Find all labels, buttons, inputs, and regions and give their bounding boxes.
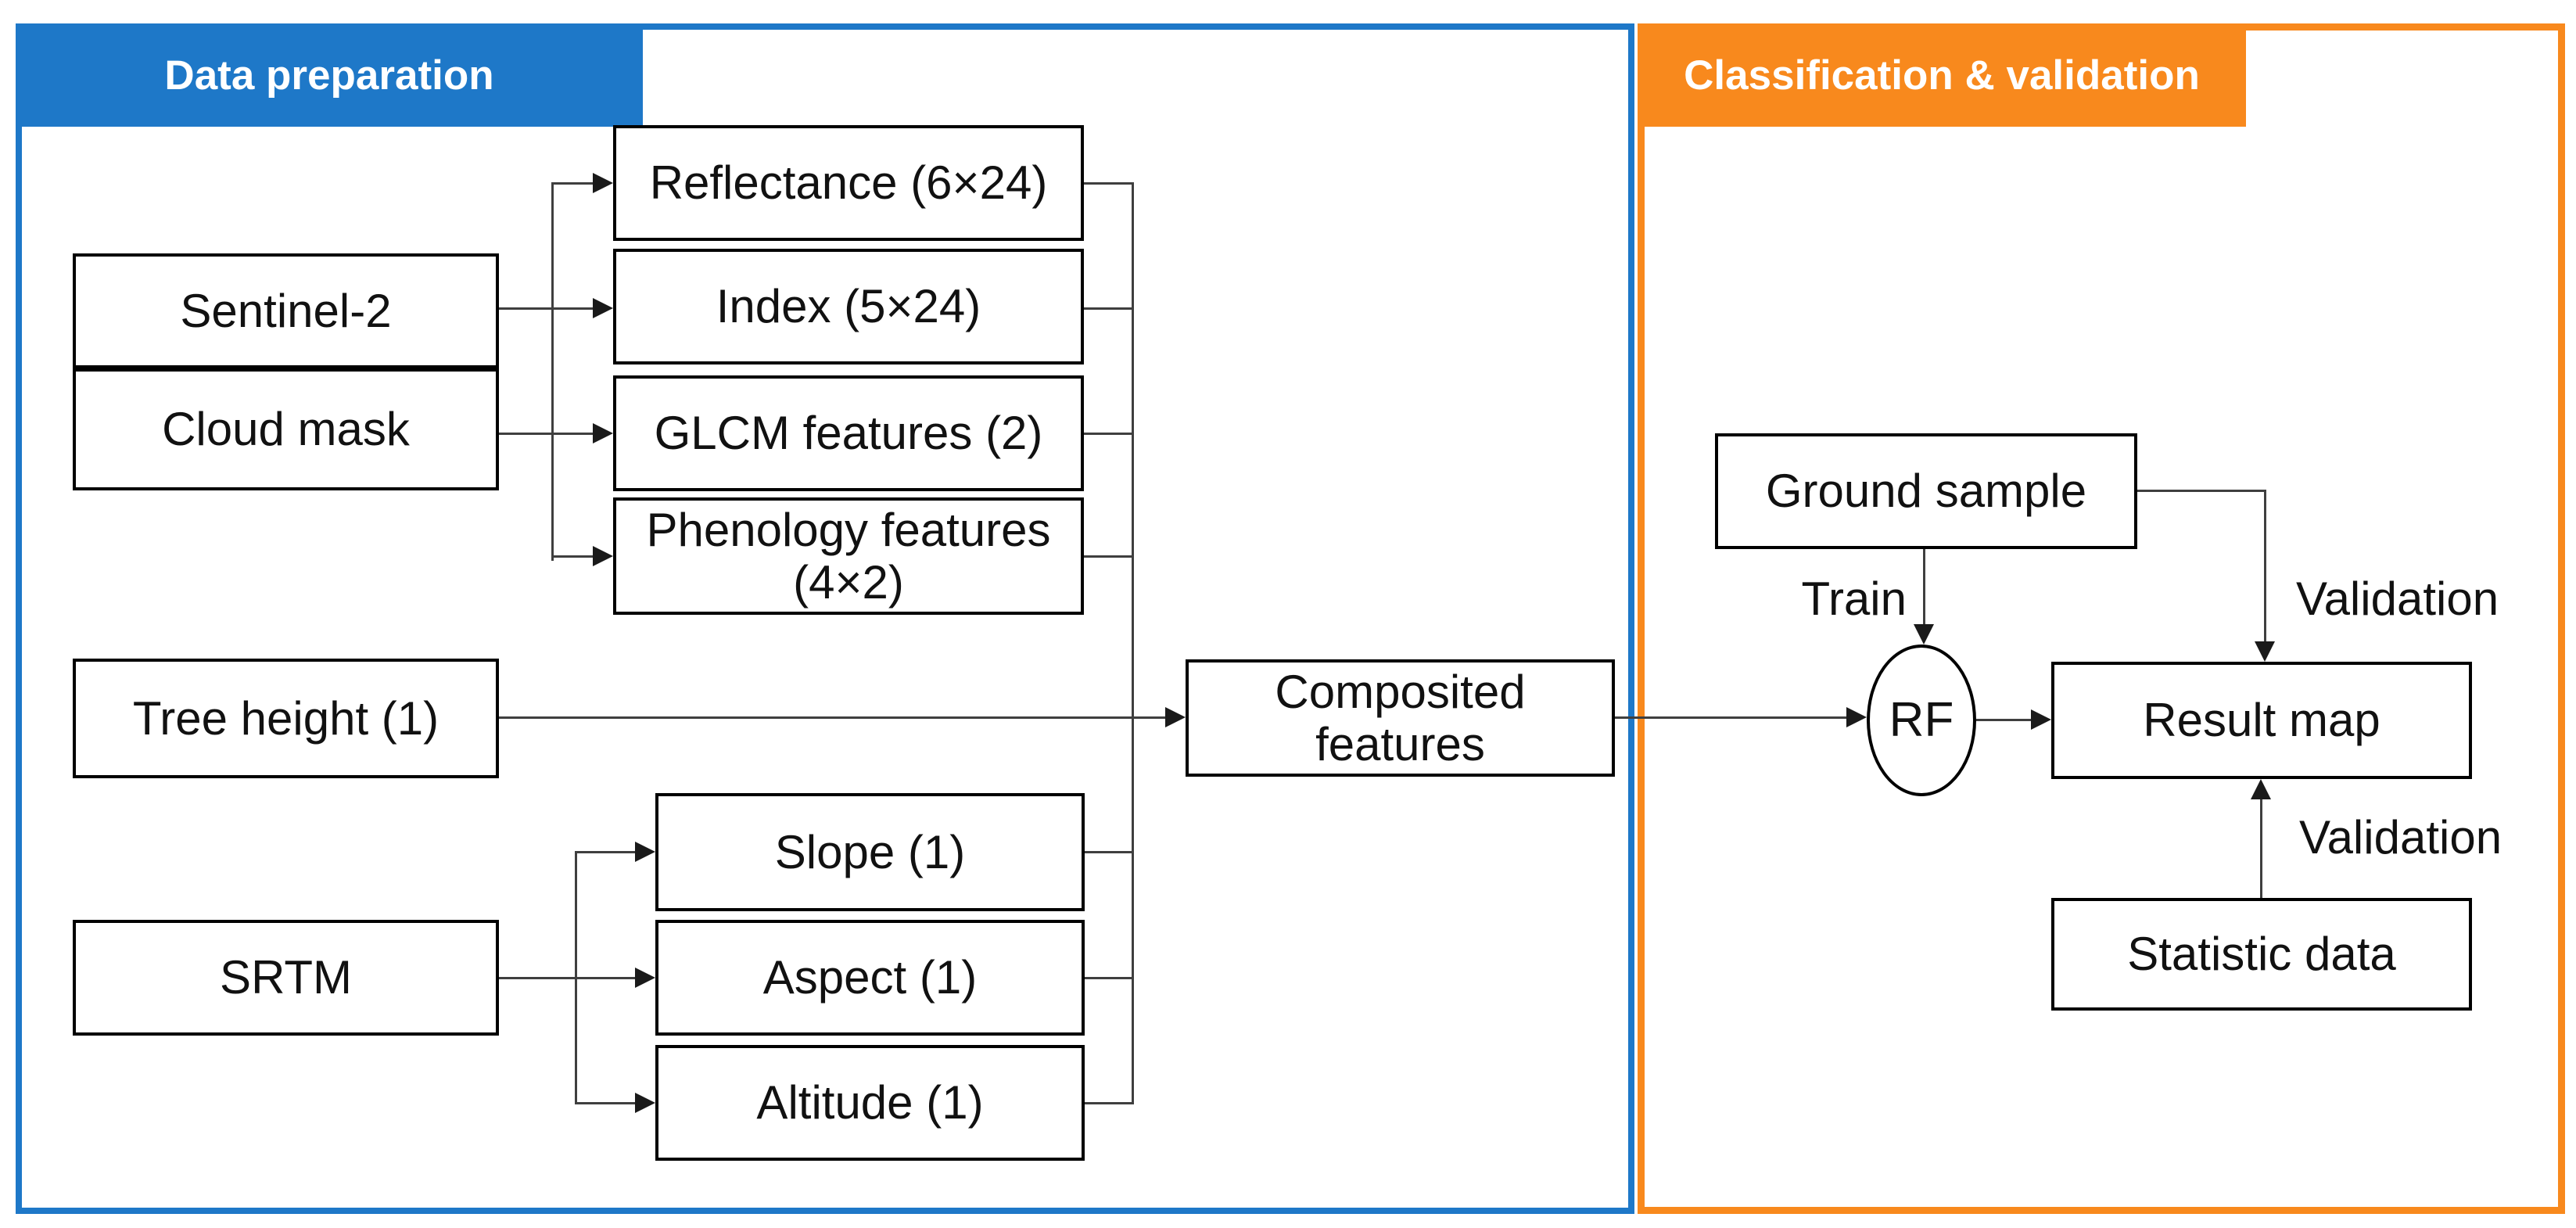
arrowhead-into-rf [1846, 707, 1867, 727]
edge-rf-to-resultmap [1976, 719, 2034, 721]
edge-phenology-to-rail [1084, 555, 1134, 558]
edge-groundsample-validation-vertical [2264, 490, 2266, 646]
arrowhead-validation-into-resultmap-bottom [2251, 779, 2271, 799]
data-preparation-header: Data preparation [16, 23, 643, 127]
edge-srtm-to-collector [499, 977, 577, 979]
edge-glcm-to-rail [1084, 433, 1134, 435]
data-preparation-title: Data preparation [164, 52, 494, 99]
edge-collector-to-altitude [575, 1102, 636, 1104]
box-slope: Slope (1) [655, 793, 1085, 911]
box-statistic-data: Statistic data [2051, 898, 2472, 1011]
classification-validation-header: Classification & validation [1638, 23, 2246, 127]
edge-statistic-to-resultmap [2260, 798, 2262, 898]
box-result-map: Result map [2051, 662, 2472, 779]
box-glcm-features: GLCM features (2) [613, 375, 1084, 491]
arrowhead-into-aspect [635, 968, 655, 988]
box-aspect: Aspect (1) [655, 920, 1085, 1036]
box-composited-features: Composited features [1186, 659, 1615, 777]
train-label: Train [1801, 573, 1907, 625]
edge-groundsample-train-to-rf [1923, 549, 1925, 629]
edge-collector-to-phenology [551, 555, 597, 558]
validation-label-bottom: Validation [2299, 811, 2502, 864]
edge-composited-to-rf [1615, 716, 1849, 719]
edge-sentinel2-to-collector [499, 307, 554, 310]
arrowhead-train-into-rf [1914, 624, 1934, 645]
arrowhead-into-phenology [593, 546, 613, 566]
validation-label-top: Validation [2296, 573, 2499, 625]
collector-features-vertical-rail [1132, 182, 1134, 1104]
edge-aspect-to-rail [1085, 977, 1134, 979]
edge-cloudmask-to-collector [499, 433, 554, 435]
edge-collector-to-reflectance [551, 182, 597, 185]
box-index: Index (5×24) [613, 249, 1084, 364]
arrowhead-into-altitude [635, 1093, 655, 1113]
edge-collector-to-glcm [551, 433, 597, 435]
box-altitude: Altitude (1) [655, 1045, 1085, 1161]
edge-collector-to-slope [575, 851, 636, 853]
edge-slope-to-rail [1085, 851, 1134, 853]
edge-collector-to-index [551, 307, 597, 310]
arrowhead-validation-into-resultmap-top [2255, 641, 2275, 662]
box-srtm: SRTM [73, 920, 499, 1036]
box-tree-height: Tree height (1) [73, 659, 499, 778]
data-preparation-panel [16, 23, 1634, 1214]
edge-index-to-rail [1084, 307, 1134, 310]
arrowhead-into-slope [635, 842, 655, 862]
edge-groundsample-validation-horizontal [2137, 490, 2266, 492]
arrowhead-into-glcm [593, 423, 613, 443]
collector-sentinel-vertical-line [551, 182, 554, 561]
box-phenology-features: Phenology features (4×2) [613, 497, 1084, 615]
edge-treeheight-to-composited [499, 716, 1168, 719]
rf-classifier-node: RF [1867, 645, 1976, 796]
arrowhead-into-index [593, 298, 613, 318]
arrowhead-into-reflectance [593, 173, 613, 193]
classification-validation-title: Classification & validation [1684, 52, 2200, 99]
arrowhead-into-resultmap-left [2031, 709, 2051, 730]
edge-collector-to-aspect [575, 977, 636, 979]
box-reflectance: Reflectance (6×24) [613, 125, 1084, 241]
edge-reflectance-to-rail [1084, 182, 1134, 185]
box-cloud-mask: Cloud mask [73, 368, 499, 490]
arrowhead-into-composited [1165, 707, 1186, 727]
box-sentinel-2: Sentinel-2 [73, 253, 499, 368]
box-ground-sample: Ground sample [1715, 433, 2137, 549]
edge-altitude-to-rail [1085, 1102, 1134, 1104]
